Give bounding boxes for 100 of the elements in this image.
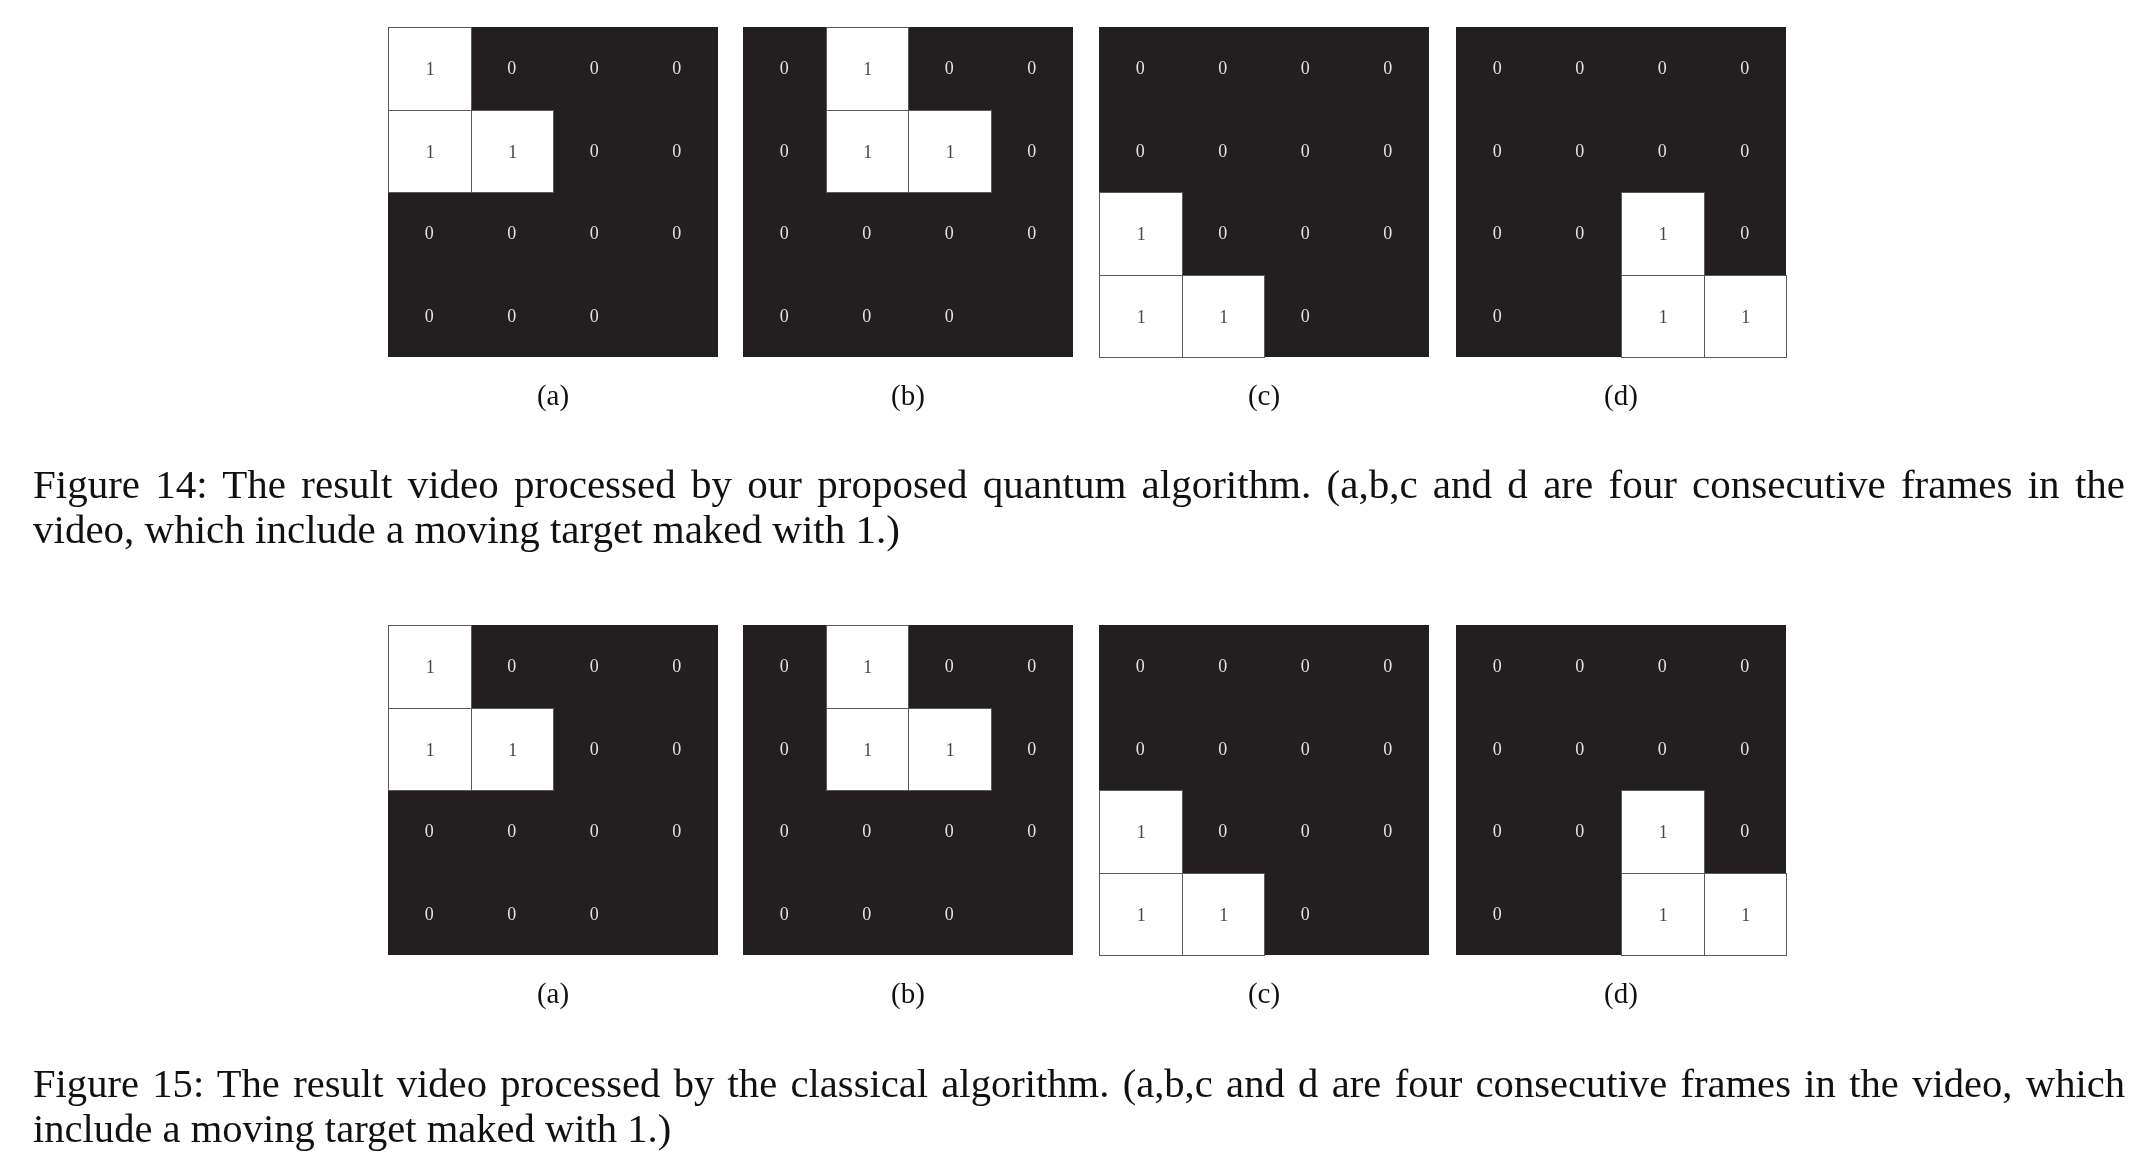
target-cell bbox=[825, 625, 909, 709]
cell-value: 0 bbox=[1575, 822, 1585, 841]
target-cell bbox=[825, 27, 909, 111]
cell-value: 0 bbox=[1383, 141, 1393, 160]
panel-label: (c) bbox=[1247, 978, 1281, 1008]
cell-value: 0 bbox=[1027, 59, 1037, 78]
target-cell bbox=[470, 707, 554, 791]
cell-value: 0 bbox=[1492, 822, 1502, 841]
cell-value: 0 bbox=[1218, 224, 1228, 243]
target-cell bbox=[825, 707, 909, 791]
cell-value: 0 bbox=[1135, 739, 1145, 758]
cell-value: 0 bbox=[1740, 739, 1750, 758]
cell-value: 0 bbox=[1383, 59, 1393, 78]
cell-value: 0 bbox=[1492, 657, 1502, 676]
cell-value: 0 bbox=[672, 59, 682, 78]
frame-grid bbox=[1456, 625, 1786, 955]
cell-value: 0 bbox=[507, 657, 517, 676]
cell-value: 0 bbox=[1657, 59, 1667, 78]
cell-value: 0 bbox=[672, 224, 682, 243]
cell-value: 0 bbox=[507, 306, 517, 325]
cell-value: 1 bbox=[1136, 307, 1146, 326]
cell-value: 0 bbox=[589, 59, 599, 78]
cell-value: 0 bbox=[1218, 822, 1228, 841]
cell-value: 0 bbox=[1027, 822, 1037, 841]
cell-value: 1 bbox=[1136, 225, 1146, 244]
cell-value: 0 bbox=[1300, 657, 1310, 676]
cell-value: 0 bbox=[862, 904, 872, 923]
cell-value: 1 bbox=[863, 658, 873, 677]
cell-value: 0 bbox=[779, 739, 789, 758]
target-cell bbox=[1099, 192, 1183, 276]
cell-value: 0 bbox=[424, 904, 434, 923]
cell-value: 0 bbox=[1740, 141, 1750, 160]
cell-value: 0 bbox=[1383, 822, 1393, 841]
cell-value: 1 bbox=[1219, 307, 1229, 326]
cell-value: 0 bbox=[672, 141, 682, 160]
cell-value: 0 bbox=[944, 224, 954, 243]
frame-grid bbox=[743, 625, 1073, 955]
cell-value: 0 bbox=[672, 657, 682, 676]
cell-value: 0 bbox=[862, 224, 872, 243]
cell-value: 0 bbox=[589, 904, 599, 923]
cell-value: 0 bbox=[779, 904, 789, 923]
cell-value: 1 bbox=[425, 60, 435, 79]
cell-value: 0 bbox=[862, 306, 872, 325]
cell-value: 0 bbox=[1300, 904, 1310, 923]
cell-value: 0 bbox=[1300, 141, 1310, 160]
cell-value: 1 bbox=[1219, 905, 1229, 924]
cell-value: 0 bbox=[1383, 224, 1393, 243]
cell-value: 0 bbox=[1740, 224, 1750, 243]
target-cell bbox=[1703, 872, 1787, 956]
frame-grid bbox=[388, 27, 718, 357]
cell-value: 0 bbox=[1218, 739, 1228, 758]
cell-value: 0 bbox=[944, 904, 954, 923]
cell-value: 0 bbox=[1027, 657, 1037, 676]
cell-value: 0 bbox=[589, 739, 599, 758]
cell-value: 0 bbox=[507, 224, 517, 243]
cell-value: 0 bbox=[507, 59, 517, 78]
cell-value: 1 bbox=[863, 142, 873, 161]
cell-value: 0 bbox=[1657, 141, 1667, 160]
cell-value: 0 bbox=[779, 59, 789, 78]
cell-value: 0 bbox=[1740, 59, 1750, 78]
cell-value: 0 bbox=[1575, 739, 1585, 758]
cell-value: 0 bbox=[1575, 59, 1585, 78]
target-cell bbox=[1181, 872, 1265, 956]
cell-value: 0 bbox=[944, 822, 954, 841]
cell-value: 0 bbox=[589, 224, 599, 243]
cell-value: 1 bbox=[1136, 823, 1146, 842]
cell-value: 0 bbox=[1135, 141, 1145, 160]
panel-label: (a) bbox=[536, 978, 570, 1008]
target-cell bbox=[1621, 192, 1705, 276]
cell-value: 0 bbox=[1300, 306, 1310, 325]
cell-value: 0 bbox=[1492, 904, 1502, 923]
cell-value: 0 bbox=[1492, 739, 1502, 758]
panel-label: (a) bbox=[536, 380, 570, 410]
cell-value: 0 bbox=[944, 59, 954, 78]
cell-value: 0 bbox=[1135, 657, 1145, 676]
cell-value: 1 bbox=[1741, 905, 1751, 924]
target-cell bbox=[470, 109, 554, 193]
cell-value: 0 bbox=[1492, 59, 1502, 78]
cell-value: 0 bbox=[1218, 141, 1228, 160]
cell-value: 0 bbox=[1300, 822, 1310, 841]
cell-value: 1 bbox=[425, 142, 435, 161]
target-cell bbox=[908, 707, 992, 791]
cell-value: 0 bbox=[424, 224, 434, 243]
cell-value: 1 bbox=[508, 740, 518, 759]
cell-value: 0 bbox=[589, 657, 599, 676]
cell-value: 0 bbox=[1740, 822, 1750, 841]
cell-value: 1 bbox=[425, 740, 435, 759]
target-cell bbox=[1621, 274, 1705, 358]
cell-value: 0 bbox=[944, 657, 954, 676]
cell-value: 0 bbox=[1492, 306, 1502, 325]
cell-value: 0 bbox=[1575, 657, 1585, 676]
cell-value: 0 bbox=[1657, 739, 1667, 758]
cell-value: 0 bbox=[1027, 224, 1037, 243]
cell-value: 0 bbox=[424, 306, 434, 325]
cell-value: 0 bbox=[779, 224, 789, 243]
cell-value: 1 bbox=[508, 142, 518, 161]
target-cell bbox=[908, 109, 992, 193]
cell-value: 0 bbox=[424, 822, 434, 841]
target-cell bbox=[1703, 274, 1787, 358]
cell-value: 1 bbox=[425, 658, 435, 677]
